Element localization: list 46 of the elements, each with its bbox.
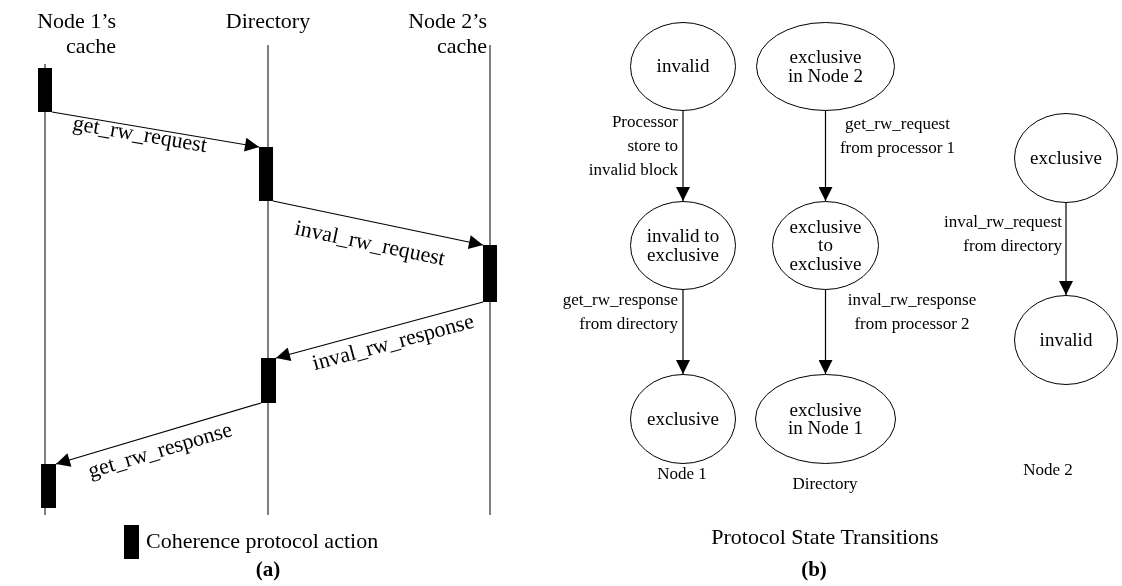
panel-label: (a) [254, 558, 282, 582]
state-ellipse [630, 201, 736, 290]
arrow [676, 110, 690, 202]
legend-label: Coherence protocol action [146, 528, 379, 554]
state-ellipse [772, 201, 879, 290]
arrow [818, 110, 833, 202]
state-ellipse [756, 22, 895, 111]
edge-label: get_rw_request [71, 111, 209, 157]
state-ellipse [630, 374, 736, 464]
arrow [818, 289, 833, 375]
edge-label: inval_rw_response from processor 2 [846, 289, 978, 335]
state-name: exclusive in Node 1 [787, 400, 864, 438]
action-bar [261, 358, 276, 403]
arrow [676, 289, 690, 375]
state-name: exclusive in Node 2 [787, 48, 864, 85]
edge-label: get_rw_request from processor 1 [838, 113, 957, 159]
figure-title: Protocol State Transitions [710, 524, 940, 550]
action-bar [259, 147, 273, 201]
state-name: exclusive [646, 409, 720, 428]
action-bar [41, 464, 56, 508]
group-caption: Directory [791, 474, 859, 495]
group-caption: Node 1 [656, 464, 708, 485]
state-name: exclusive to exclusive [788, 218, 863, 273]
group-caption: Node 2 [1022, 460, 1074, 481]
edge-label: get_rw_response from directory [561, 289, 678, 335]
state-ellipse [1014, 295, 1118, 385]
edge-label: inval_rw_request from directory [942, 211, 1062, 257]
state-name: invalid to exclusive [645, 227, 721, 264]
state-name: invalid [655, 57, 711, 76]
state-ellipse [755, 374, 896, 464]
lifeline-header: Node 1’s cache [36, 8, 116, 59]
action-bar [483, 245, 497, 302]
state-ellipse [630, 22, 736, 111]
lifeline-header: Directory [224, 8, 312, 34]
lifeline-header: Node 2’s cache [407, 8, 487, 59]
arrow [1059, 202, 1073, 296]
arrow [51, 111, 260, 152]
arrow [55, 402, 262, 467]
state-ellipse [1014, 113, 1118, 203]
edge-label: Processor store to invalid block [587, 111, 678, 181]
action-bar [38, 68, 52, 112]
arrow [272, 200, 484, 249]
state-name: invalid [1038, 330, 1094, 349]
arrow [275, 301, 484, 362]
panel-label: (b) [800, 558, 828, 582]
state-name: exclusive [1029, 148, 1103, 167]
